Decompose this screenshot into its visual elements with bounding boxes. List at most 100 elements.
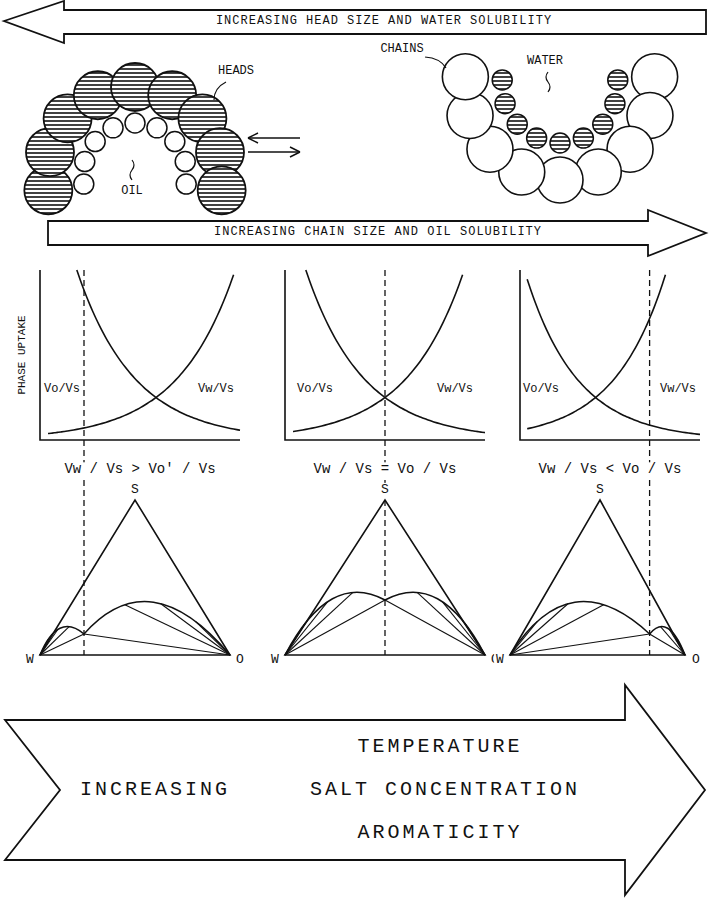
- chain-circle: [85, 132, 105, 152]
- tie-line: [442, 602, 485, 655]
- leader-line: [214, 82, 226, 100]
- arrow-text: INCREASING HEAD SIZE AND WATER SOLUBILIT…: [216, 15, 552, 28]
- triangle-outline: [285, 500, 485, 655]
- vertex-label: O: [690, 653, 702, 667]
- vertex-label: S: [594, 483, 606, 497]
- chain-circle: [74, 174, 94, 194]
- tie-line: [465, 623, 485, 655]
- leader-squiggle: [546, 72, 550, 92]
- tie-line: [161, 604, 230, 655]
- head-circle: [605, 94, 625, 114]
- reverse-micelle: [442, 54, 677, 203]
- graph-axes: [40, 270, 240, 440]
- ratio-relation: Vw / Vs < Vo / Vs: [537, 462, 684, 477]
- chain-circle: [147, 118, 167, 138]
- head-circle: [550, 133, 570, 153]
- equilibrium-arrowhead: [248, 133, 258, 143]
- curve-label: Vo/Vs: [42, 383, 82, 396]
- phase-triangle: [510, 500, 685, 655]
- tie-line: [285, 623, 305, 655]
- tie-line: [125, 605, 230, 655]
- vertex-label: S: [129, 483, 141, 497]
- curve-label: Vw/Vs: [658, 383, 698, 396]
- equilibrium-arrowhead: [290, 147, 300, 157]
- arrow-text: AROMATICITY: [357, 822, 522, 844]
- tie-line: [661, 627, 685, 655]
- vertex-label: O: [234, 653, 246, 667]
- tie-line: [40, 639, 48, 655]
- uptake-curve: [293, 275, 463, 432]
- arrow-text: INCREASING: [80, 779, 230, 801]
- chain-circle: [165, 132, 185, 152]
- axis-label: PHASE UPTAKE: [16, 313, 28, 396]
- part-label: OIL: [119, 185, 145, 198]
- vertex-label: S: [379, 483, 391, 497]
- head-circle: [198, 166, 246, 214]
- tie-line: [40, 634, 84, 655]
- head-circle: [527, 128, 547, 148]
- uptake-graph: [40, 270, 240, 440]
- arrow-band: INCREASING HEAD SIZE AND WATER SOLUBILIT…: [4, 1, 706, 43]
- head-circle: [492, 70, 512, 90]
- chain-circle: [176, 174, 196, 194]
- uptake-curve: [77, 270, 240, 430]
- binodal-curve: [510, 602, 685, 655]
- part-label: HEADS: [216, 65, 256, 78]
- tie-line: [677, 639, 685, 655]
- vertex-label: W: [24, 653, 36, 667]
- uptake-graph: [520, 270, 700, 440]
- tie-line: [669, 629, 685, 655]
- uptake-curve: [527, 279, 700, 434]
- arrow-band: INCREASING CHAIN SIZE AND OIL SOLUBILITY: [48, 210, 706, 256]
- vertex-label: W: [269, 653, 281, 667]
- curve-label: Vo/Vs: [295, 383, 335, 396]
- tie-line: [40, 629, 58, 655]
- uptake-curve: [306, 270, 485, 433]
- curve-label: Vw/Vs: [196, 383, 236, 396]
- tie-line: [40, 627, 69, 655]
- head-circle: [495, 94, 515, 114]
- chain-circle: [125, 113, 145, 133]
- head-circle: [593, 114, 613, 134]
- tie-line: [195, 621, 230, 655]
- triangle-outline: [40, 500, 230, 655]
- arrow-band: TEMPERATUREINCREASINGSALT CONCENTRATIONA…: [5, 685, 705, 895]
- curve-label: Vo/Vs: [521, 383, 561, 396]
- vertex-label: W: [494, 653, 506, 667]
- chain-circle: [175, 152, 195, 172]
- head-circle: [507, 114, 527, 134]
- phase-triangle: [285, 500, 485, 655]
- tie-line: [510, 621, 537, 655]
- chain-circle: [103, 118, 123, 138]
- tie-line: [650, 634, 685, 655]
- arrow-shape: [5, 685, 705, 895]
- arrow-shape: [4, 1, 706, 43]
- arrow-text: SALT CONCENTRATION: [310, 779, 580, 801]
- equilibrium-arrow: [248, 137, 300, 139]
- equilibrium-arrow: [248, 151, 300, 153]
- arrow-shape: [48, 210, 706, 256]
- chain-circle: [442, 54, 488, 100]
- tie-line: [510, 605, 604, 655]
- binodal-curve: [40, 602, 230, 655]
- chain-circle: [75, 152, 95, 172]
- tie-line: [285, 602, 328, 655]
- ratio-relation: Vw / Vs = Vo / Vs: [312, 462, 459, 477]
- curve-label: Vw/Vs: [435, 383, 475, 396]
- graph-axes: [520, 270, 700, 440]
- tie-line: [285, 592, 353, 655]
- uptake-curve: [527, 275, 665, 429]
- normal-micelle: [24, 63, 245, 214]
- uptake-curve: [48, 275, 234, 434]
- tie-line: [417, 592, 485, 655]
- tie-line: [510, 604, 568, 655]
- head-circle: [573, 128, 593, 148]
- head-circle: [608, 70, 628, 90]
- binodal-curve: [285, 592, 485, 655]
- ratio-relation: Vw / Vs > Vo' / Vs: [62, 462, 217, 477]
- leader-squiggle: [130, 160, 134, 180]
- phase-triangle: [40, 500, 230, 655]
- part-label: WATER: [525, 55, 565, 68]
- leader-line: [425, 57, 446, 68]
- arrow-text: INCREASING CHAIN SIZE AND OIL SOLUBILITY: [214, 226, 542, 239]
